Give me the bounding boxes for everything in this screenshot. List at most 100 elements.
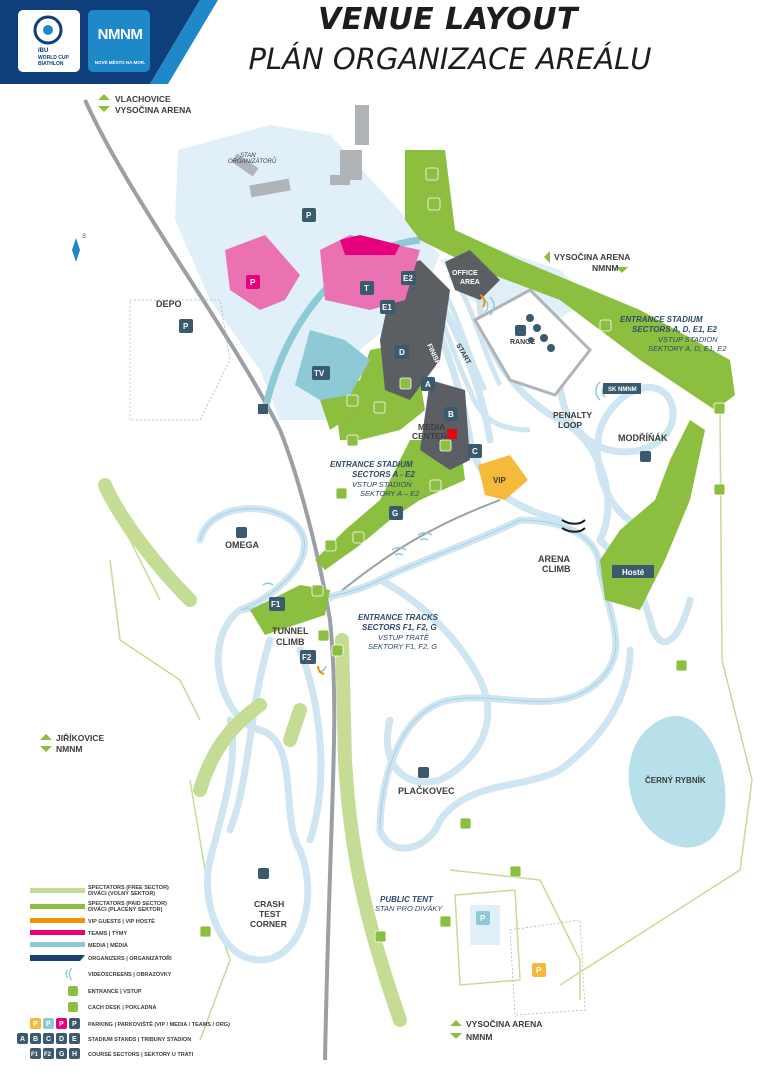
- arena-climb-bridge: [561, 519, 586, 533]
- stan-organizatoru-label: STAN: [240, 153, 256, 159]
- legend-entrance-label: ENTRANCE | VSTUP: [88, 989, 142, 995]
- organizer-area: [175, 125, 440, 420]
- sector-a-label: A: [425, 380, 431, 389]
- tunnel-climb-label: TUNNEL: [272, 626, 309, 636]
- nmnm-logo: NMNM NOVÉ MĚSTO NA MOR.: [88, 10, 150, 72]
- legend-screen-label: VIDEOSCREENS | OBRAZOVKY: [88, 972, 172, 978]
- first-aid-icon: [447, 429, 457, 439]
- depo-label: DEPO: [156, 299, 182, 309]
- legend-parking-letter: P: [33, 1021, 38, 1028]
- videoscreen-icons: [262, 296, 606, 673]
- page-subtitle: PLÁN ORGANIZACE AREÁLU: [248, 42, 652, 76]
- sector-tv-label: TV: [314, 369, 325, 378]
- legend-stands-label: STADIUM STANDS | TRIBUNY STADION: [88, 1037, 191, 1043]
- vip-area: [478, 455, 528, 500]
- legend-paid-label-2: DIVÁCI (PLACENÝ SEKTOR): [88, 906, 163, 913]
- tv-compound: [295, 330, 370, 400]
- legend-stand-letter: D: [59, 1036, 64, 1043]
- legend-course-letter: F1: [31, 1052, 39, 1058]
- legend-teams-label: TEAMS | TÝMY: [88, 930, 127, 937]
- direction-south: VYSOČINA ARENA NMNM: [450, 1018, 542, 1042]
- office-area-label: OFFICE: [452, 270, 478, 277]
- public-tent-zone: [454, 889, 521, 986]
- penalty-loop-label-2: LOOP: [558, 420, 582, 430]
- legend-cash-label: CACH DESK | POKLADNA: [88, 1005, 156, 1011]
- office-building: [445, 250, 500, 300]
- media-center-label-2: CENTER: [412, 431, 447, 441]
- legend-course-letter: H: [72, 1051, 77, 1058]
- arena-climb-label-2: CLIMB: [542, 564, 571, 574]
- plackovec-label: PLAČKOVEC: [398, 785, 455, 796]
- legend-vip-swatch: [30, 918, 85, 923]
- nmnm-logo-text: NMNM: [97, 26, 143, 43]
- public-tent-label: PUBLIC TENT: [380, 895, 434, 904]
- legend-teams-swatch: [30, 930, 85, 935]
- office-area-label-2: AREA: [460, 279, 480, 286]
- legend: SPECTATORS (FREE SECTOR) DIVÁCI (VOLNÝ S…: [17, 885, 230, 1059]
- entrance-icons: [199, 167, 726, 943]
- legend-paid-label: SPECTATORS (PAID SECTOR): [88, 901, 167, 907]
- legend-course-letter: G: [59, 1051, 65, 1058]
- sector-c-label: C: [472, 447, 478, 456]
- media-parking-label: P: [480, 914, 486, 923]
- main-road: [83, 99, 337, 1061]
- vip-parking-label: P: [536, 966, 542, 975]
- depo-zone: [129, 299, 231, 421]
- direction-label: VLACHOVICE: [115, 94, 171, 104]
- legend-course-letter: F2: [44, 1052, 52, 1058]
- legend-stand-letter: E: [72, 1036, 77, 1043]
- legend-parking-label: PARKING | PARKOVIŠTĚ (VIP / MEDIA / TEAM…: [88, 1020, 230, 1028]
- sector-b-label: B: [448, 410, 454, 419]
- legend-media-swatch: [30, 942, 85, 947]
- bus-icon: [258, 404, 268, 414]
- crash-test-label: CRASH: [254, 899, 284, 909]
- ibu-logo-text-2: WORLD CUP: [38, 55, 69, 61]
- sector-f1-label: F1: [271, 600, 281, 609]
- direction-label: VYSOČINA ARENA: [115, 104, 191, 115]
- entrance-label: ENTRANCE STADIUM: [620, 315, 703, 324]
- legend-course-label: COURSE SECTORS | SEKTORY U TRATI: [88, 1052, 194, 1058]
- legend-org-swatch: [30, 955, 85, 961]
- ibu-target-icon: [33, 15, 63, 45]
- ibu-logo-text: IBU: [38, 48, 49, 54]
- media-center-label: MEDIA: [418, 422, 445, 432]
- entrance-stadium-ad: ENTRANCE STADIUM SECTORS A, D, E1, E2 VS…: [620, 315, 727, 353]
- legend-org-label: ORGANIZERS | ORGANIZÁTOŘI: [88, 954, 172, 962]
- sector-d-label: D: [399, 348, 405, 357]
- cerny-rybnik-label: ČERNÝ RYBNÍK: [645, 776, 706, 785]
- direction-label: NMNM: [56, 744, 82, 754]
- sector-f2-label: F2: [302, 653, 312, 662]
- legend-screen-icon: [65, 967, 73, 981]
- entrance-label: SECTORS F1, F2, G: [362, 623, 437, 632]
- vip-screen-orange-2: [317, 665, 325, 675]
- range-label: RANGE: [510, 339, 536, 346]
- sector-badges: E2 E1 D A B C G F1 F2 T TV VIP P P P P P: [179, 208, 546, 977]
- crash-test-label-3: CORNER: [250, 919, 287, 929]
- legend-parking-letter: P: [59, 1021, 64, 1028]
- legend-free-label: SPECTATORS (FREE SECTOR): [88, 885, 169, 891]
- teams-parking-label: P: [250, 278, 256, 287]
- ibu-logo-text-3: BIATHLON: [38, 61, 64, 67]
- entrance-tracks: ENTRANCE TRACKS SECTORS F1, F2, G VSTUP …: [358, 613, 439, 651]
- entrance-label: VSTUP STADION: [352, 480, 412, 489]
- legend-free-label-2: DIVÁCI (VOLNÝ SEKTOR): [88, 890, 155, 897]
- entrance-label: VSTUP TRATĚ: [378, 633, 430, 642]
- ibu-logo: IBU WORLD CUP BIATHLON: [18, 10, 80, 72]
- legend-parking-letter: P: [46, 1021, 51, 1028]
- sector-e1-label: E1: [382, 303, 392, 312]
- legend-stand-letter: C: [46, 1036, 51, 1043]
- legend-parking-letter: P: [72, 1021, 77, 1028]
- sector-e2-label: E2: [403, 274, 413, 283]
- nmnm-logo-sub: NOVÉ MĚSTO NA MOR.: [94, 60, 146, 65]
- sk-nmnm-label: SK NMNM: [608, 387, 637, 393]
- free-spectator-sectors: [98, 478, 407, 1027]
- page-title: VENUE LAYOUT: [318, 2, 578, 37]
- legend-vip-label: VIP GUESTS | VIP HOSTÉ: [88, 917, 155, 925]
- organizer-buildings: [231, 105, 369, 198]
- sk-nmnm-badge: [603, 383, 641, 394]
- direction-label: VYSOČINA ARENA: [466, 1018, 542, 1029]
- hoste-label: Hosté: [622, 568, 645, 577]
- stan-organizatoru-label-2: ORGANIZÁTORŮ: [228, 157, 277, 165]
- entrance-label: ENTRANCE TRACKS: [358, 613, 439, 622]
- tunnel-climb-label-2: CLIMB: [276, 637, 305, 647]
